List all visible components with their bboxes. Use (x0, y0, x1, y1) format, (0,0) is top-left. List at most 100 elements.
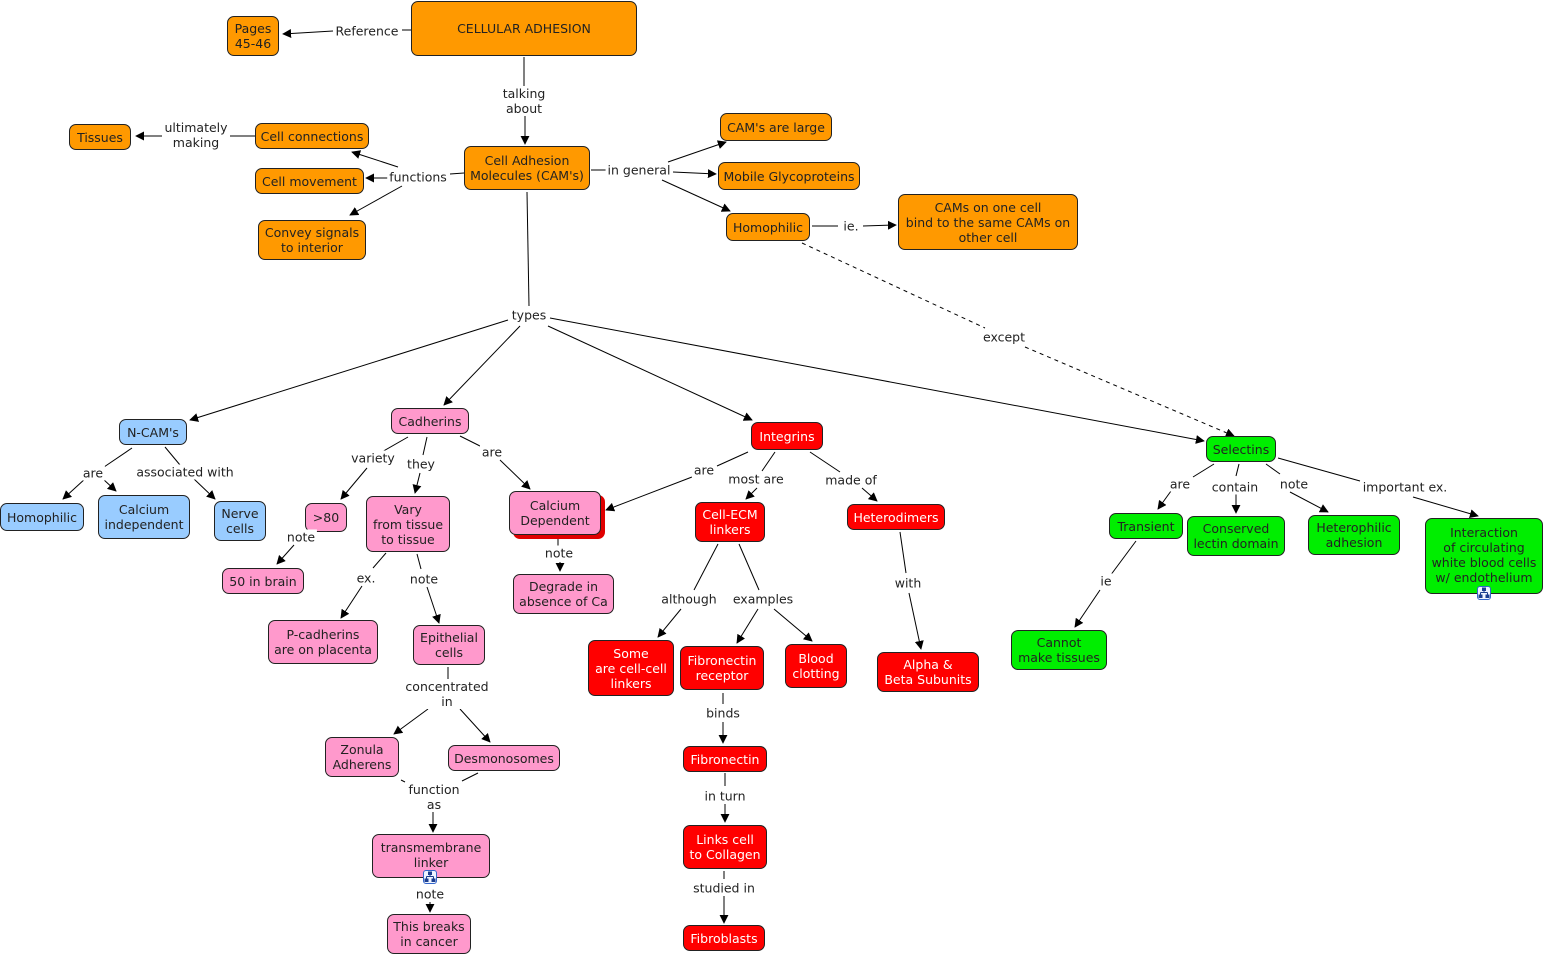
link-line (773, 608, 813, 642)
link-label: studied in (691, 880, 757, 896)
node-50-in-brain[interactable]: 50 in brain (222, 568, 304, 594)
link-line (1074, 589, 1101, 628)
node-heterophilic[interactable]: Heterophilic adhesion (1308, 515, 1400, 555)
link-label: note (413, 886, 447, 902)
node-cams[interactable]: Cell Adhesion Molecules (CAM's) (464, 146, 590, 190)
link-line (745, 487, 758, 500)
link-label: in turn (702, 788, 748, 804)
node-alpha-beta[interactable]: Alpha & Beta Subunits (877, 652, 979, 692)
link-label: ex. (354, 570, 378, 586)
link-line (349, 185, 403, 216)
node-interaction-wbc[interactable]: Interaction of circulating white blood c… (1425, 518, 1543, 594)
link-line (459, 708, 491, 743)
node-cell-ecm-linkers[interactable]: Cell-ECM linkers (695, 502, 765, 542)
node-cadherins[interactable]: Cadherins (391, 408, 469, 434)
node-cell-movement[interactable]: Cell movement (255, 168, 364, 194)
link-line (443, 325, 521, 406)
node-fibronectin-receptor[interactable]: Fibronectin receptor (680, 646, 764, 690)
link-label: in general (605, 162, 673, 178)
link-line (422, 436, 428, 456)
node-transient[interactable]: Transient (1109, 513, 1183, 539)
node-ncam-homophilic[interactable]: Homophilic (0, 503, 84, 531)
link-line (1157, 490, 1172, 510)
link-label: functions (387, 169, 449, 185)
link-line (657, 608, 682, 638)
node-fibroblasts[interactable]: Fibroblasts (683, 925, 765, 951)
node-convey-signals[interactable]: Convey signals to interior (258, 220, 366, 260)
node-cams-large[interactable]: CAM's are large (720, 113, 832, 141)
link-label: are (80, 465, 106, 481)
link-line (862, 220, 897, 230)
link-line (461, 772, 479, 782)
node-cell-connections[interactable]: Cell connections (255, 123, 369, 149)
link-label: talking about (500, 86, 548, 116)
node-calcium-dependent[interactable]: Calcium Dependent (509, 491, 601, 535)
link-label: note (1277, 476, 1311, 492)
link-label: concentrated in (403, 679, 491, 709)
node-conserved-lectin[interactable]: Conserved lectin domain (1187, 516, 1285, 556)
node-heterodimers[interactable]: Heterodimers (847, 504, 945, 530)
node-blood-clotting[interactable]: Blood clotting (785, 644, 847, 688)
link-line (379, 436, 409, 454)
link-line (693, 543, 719, 591)
link-label: note (407, 571, 441, 587)
link-line (861, 487, 878, 502)
link-label: types (509, 307, 549, 323)
node-some-cell-cell[interactable]: Some are cell-cell linkers (588, 640, 674, 696)
node-tissues[interactable]: Tissues (69, 124, 131, 150)
node-gt80[interactable]: >80 (305, 503, 347, 532)
link-label: made of (823, 472, 879, 488)
link-line-dashed (801, 242, 986, 329)
link-line (193, 478, 216, 500)
link-label: are (479, 444, 505, 460)
link-line (1289, 491, 1329, 513)
node-selectins[interactable]: Selectins (1206, 436, 1276, 462)
link-line (667, 140, 727, 163)
link-line (672, 169, 717, 179)
node-degrade[interactable]: Degrade in absence of Ca (513, 574, 614, 614)
node-vary[interactable]: Vary from tissue to tissue (366, 496, 450, 552)
link-line (549, 317, 1205, 444)
link-line (102, 478, 117, 492)
node-cannot-make-tissues[interactable]: Cannot make tissues (1011, 630, 1107, 670)
node-cams-bind[interactable]: CAMs on one cell bind to the same CAMs o… (898, 194, 1078, 250)
link-line (547, 325, 753, 421)
node-transmembrane-linker[interactable]: transmembrane linker (372, 834, 490, 878)
node-links-collagen[interactable]: Links cell to Collagen (683, 825, 767, 869)
link-line (426, 586, 441, 624)
node-homophilic-top[interactable]: Homophilic (726, 213, 810, 241)
link-label: binds (704, 705, 742, 721)
link-label: note (542, 545, 576, 561)
link-label: are (1167, 476, 1193, 492)
link-line (393, 708, 429, 735)
link-label: associated with (134, 464, 236, 480)
node-mobile-glycoproteins[interactable]: Mobile Glycoproteins (718, 162, 860, 190)
link-label: function as (406, 782, 462, 812)
node-pcadherins[interactable]: P-cadherins are on placenta (268, 620, 378, 664)
link-label: note (284, 529, 318, 545)
link-line (1192, 463, 1215, 478)
link-label: important ex. (1360, 479, 1450, 495)
node-integrins[interactable]: Integrins (751, 422, 823, 450)
node-pages[interactable]: Pages 45-46 (227, 16, 279, 56)
link-line (1412, 496, 1479, 519)
link-line-dashed (1024, 346, 1235, 437)
link-label: they (405, 456, 437, 472)
submap-icon[interactable] (1477, 586, 1491, 600)
node-zonula-adherens[interactable]: Zonula Adherens (325, 737, 399, 777)
link-label: variety (349, 450, 397, 466)
link-label: with (892, 575, 924, 591)
link-line (340, 467, 368, 500)
node-calcium-independent[interactable]: Calcium independent (98, 495, 190, 539)
node-desmonosomes[interactable]: Desmonosomes (448, 745, 560, 771)
link-line (736, 608, 759, 644)
submap-icon[interactable] (423, 870, 437, 884)
node-ncams[interactable]: N-CAM's (119, 419, 187, 445)
node-breaks-in-cancer[interactable]: This breaks in cancer (387, 914, 471, 954)
node-cellular-adhesion[interactable]: CELLULAR ADHESION (411, 1, 637, 56)
node-nerve-cells[interactable]: Nerve cells (214, 501, 266, 541)
node-epithelial-cells[interactable]: Epithelial cells (413, 625, 485, 665)
node-fibronectin[interactable]: Fibronectin (683, 746, 767, 772)
link-line (164, 446, 181, 466)
link-line (459, 435, 483, 448)
